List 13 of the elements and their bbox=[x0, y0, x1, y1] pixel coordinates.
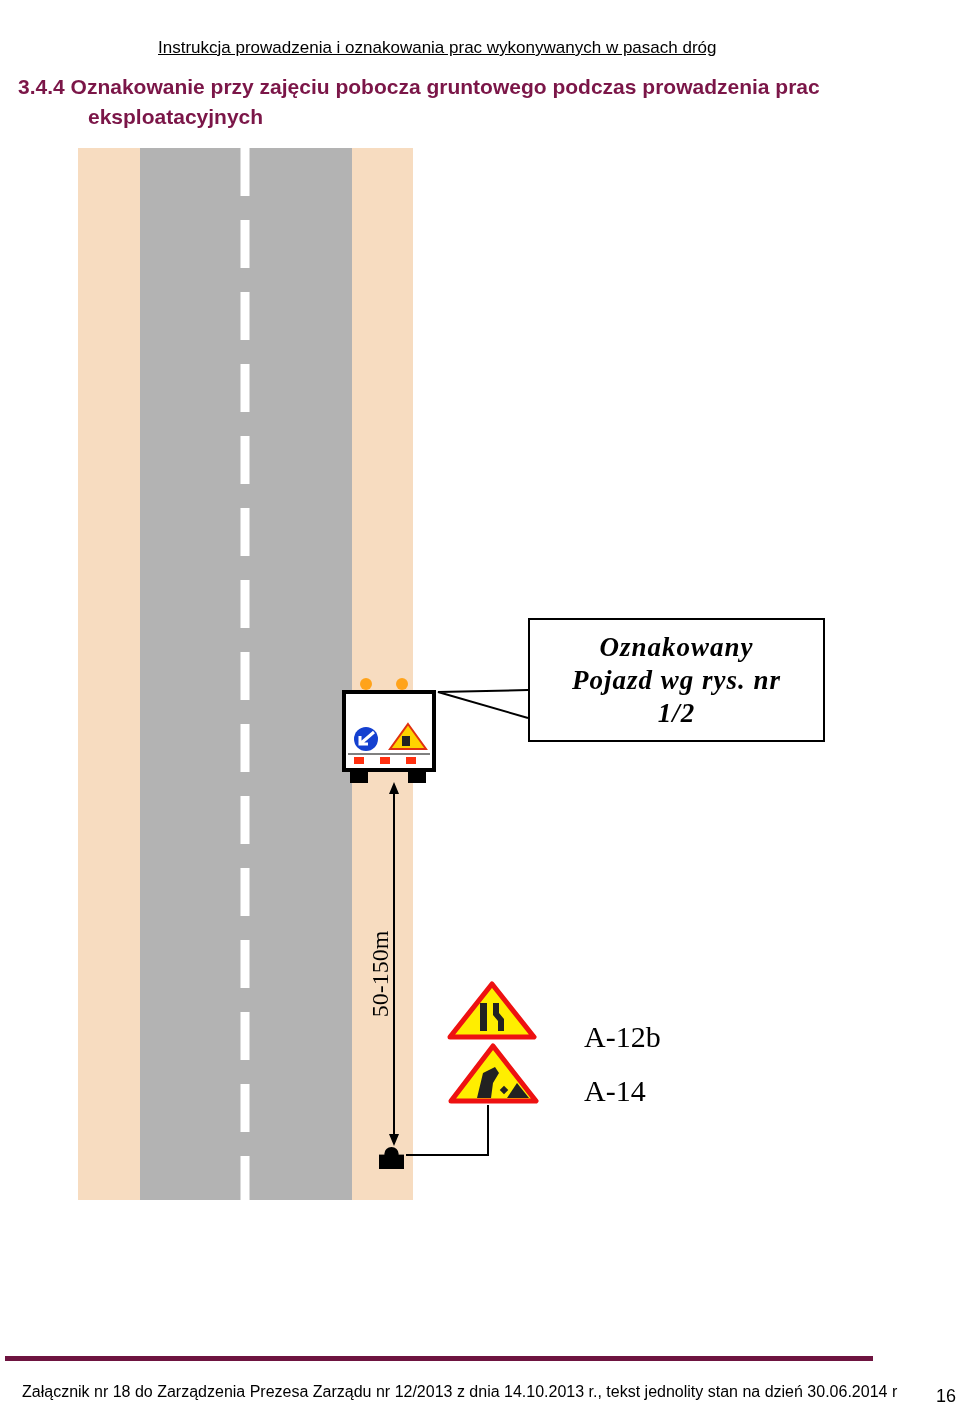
warning-sign bbox=[447, 1043, 540, 1105]
header-text: Instrukcja prowadzenia i oznakowania prac wykonywanych w pasach dróg bbox=[158, 37, 717, 59]
warning-sign bbox=[446, 981, 538, 1041]
section-title: 3.4.4 Oznakowanie przy zajęciu pobocza gruntowego podczas prowadzenia prac eksploatacyjnych bbox=[18, 74, 821, 130]
sign-base bbox=[377, 1145, 406, 1169]
sign-code: A-14 bbox=[584, 1073, 646, 1109]
dimension-label: 50-150m bbox=[366, 929, 394, 1020]
page-number: 16 bbox=[936, 1385, 957, 1408]
footer-note: Załącznik nr 18 do Zarządzenia Prezesa Zarządu nr 12/2013 z dnia 14.10.2013 r., tekst jednolity stan na dzień 30.06.2014 r bbox=[21, 1382, 898, 1402]
callout-box: Oznakowany Pojazd wg rys. nr 1/2 bbox=[528, 618, 825, 742]
sign-post bbox=[405, 1104, 489, 1156]
leader-line bbox=[437, 689, 529, 719]
sign-code: A-12b bbox=[584, 1019, 661, 1055]
